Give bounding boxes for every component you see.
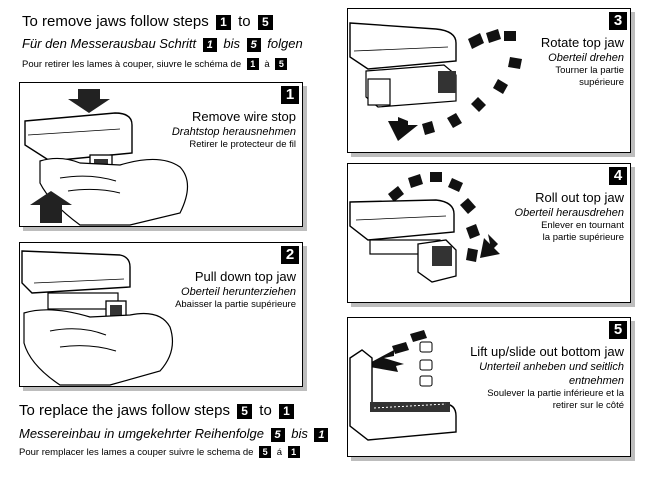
remove-title-de: Für den Messerausbau Schritt 1 bis 5 fol… — [22, 36, 303, 52]
step-5-illustration — [349, 330, 457, 441]
replace-de-text: Messereinbau in umgekehrter Reihenfolge — [19, 426, 264, 441]
step-badge-inline: 5 — [237, 403, 253, 419]
step-4-fr-2: la partie supérieure — [542, 232, 624, 243]
step-badge-inline: 1 — [278, 403, 294, 419]
ghost-jaw-outline — [419, 341, 433, 387]
step-5-de-2: entnehmen — [568, 375, 624, 387]
replace-title-fr: Pour remplacer les lames a couper suivre… — [19, 446, 303, 459]
rotate-arrow-icon — [388, 29, 522, 141]
step-badge-inline: 5 — [246, 37, 261, 52]
arrow-down-icon — [68, 89, 110, 113]
replace-title-de: Messereinbau in umgekehrter Reihenfolge … — [19, 426, 331, 442]
step-1-badge: 1 — [281, 86, 299, 104]
step-1-en: Remove wire stop — [191, 109, 296, 124]
tool-body — [24, 112, 133, 162]
lift-slide-arrow-icon — [364, 330, 427, 372]
step-3-fr-1: Tourner la partie — [555, 65, 624, 76]
step-badge-inline: 1 — [314, 427, 329, 442]
step-2-badge: 2 — [281, 246, 299, 264]
step-3-caption: Rotate top jaw Oberteil drehen Tourner l… — [541, 35, 624, 89]
step-badge-inline: 5 — [257, 14, 273, 30]
arrow-up-icon — [30, 191, 72, 223]
remove-title-text: To remove jaws follow steps — [22, 13, 209, 30]
remove-de-text: Für den Messerausbau Schritt — [22, 36, 197, 51]
remove-de-post: folgen — [267, 36, 303, 51]
remove-de-connector: bis — [223, 36, 241, 51]
tool-body — [349, 349, 457, 441]
replace-title: To replace the jaws follow steps 5 to 1 — [19, 402, 297, 420]
step-1-de: Drahtstop herausnehmen — [171, 126, 296, 138]
step-4-en: Roll out top jaw — [535, 190, 624, 205]
tool-body — [21, 250, 131, 294]
replace-title-text: To replace the jaws follow steps — [19, 402, 230, 419]
step-1-caption: Remove wire stop Drahtstop herausnehmen … — [172, 109, 296, 151]
step-1-panel: 1 Remove wire stop Drahtstop herausnehme… — [19, 82, 303, 227]
step-4-caption: Roll out top jaw Oberteil herausdrehen E… — [515, 190, 624, 244]
step-badge-inline: 5 — [270, 427, 285, 442]
step-1-fr: Retirer le protecteur de fil — [189, 139, 296, 150]
step-1-illustration — [24, 89, 189, 226]
step-badge-inline: 5 — [275, 58, 288, 71]
replace-fr-connector: á — [276, 447, 283, 458]
tool-body — [349, 22, 457, 70]
step-5-fr-2: retirer sur le côté — [552, 400, 624, 411]
step-3-de: Oberteil drehen — [548, 52, 624, 64]
step-2-illustration — [21, 250, 173, 386]
step-4-panel: 4 Roll out top jaw Oberteil herausdrehen… — [347, 163, 631, 303]
step-3-badge: 3 — [609, 12, 627, 30]
step-badge-inline: 1 — [246, 58, 259, 71]
step-5-de-1: Unterteil anheben und seitlich — [479, 361, 624, 373]
step-4-illustration — [349, 172, 500, 283]
remove-fr-connector: à — [264, 59, 270, 70]
remove-fr-text: Pour retirer les lames à couper, siuvre … — [22, 59, 242, 70]
roll-out-arrow-icon — [388, 172, 500, 262]
step-4-badge: 4 — [609, 167, 627, 185]
step-5-badge: 5 — [609, 321, 627, 339]
step-5-fr-1: Soulever la partie inférieure et la — [487, 388, 624, 399]
step-4-fr-1: Enlever en tournant — [541, 220, 624, 231]
step-2-fr: Abaisser la partie supérieure — [175, 299, 296, 310]
tool-body — [349, 199, 455, 241]
step-3-en: Rotate top jaw — [540, 35, 624, 50]
step-5-panel: 5 Lift up/slide out bottom jaw Unterteil… — [347, 317, 631, 457]
replace-de-connector: bis — [291, 426, 308, 441]
remove-title-fr: Pour retirer les lames à couper, siuvre … — [22, 58, 290, 71]
replace-fr-text: Pour remplacer les lames a couper suivre… — [19, 447, 254, 458]
step-badge-inline: 1 — [215, 14, 231, 30]
step-3-panel: 3 Rotate top jaw Oberteil drehen Tourner… — [347, 8, 631, 153]
step-2-caption: Pull down top jaw Oberteil herunterziehe… — [175, 269, 296, 311]
bottom-jaw — [370, 402, 450, 412]
remove-title-connector: to — [238, 13, 251, 30]
step-3-fr-2: supérieure — [579, 77, 624, 88]
step-3-illustration — [349, 22, 522, 141]
step-5-caption: Lift up/slide out bottom jaw Unterteil a… — [470, 344, 624, 412]
step-2-en: Pull down top jaw — [194, 269, 296, 284]
step-badge-inline: 1 — [287, 446, 300, 459]
step-2-de: Oberteil herunterziehen — [181, 286, 296, 298]
step-2-panel: 2 Pull down top jaw Oberteil herunterzie… — [19, 242, 303, 387]
step-badge-inline: 1 — [202, 37, 217, 52]
remove-title: To remove jaws follow steps 1 to 5 — [22, 13, 276, 31]
step-badge-inline: 5 — [259, 446, 272, 459]
step-5-en: Lift up/slide out bottom jaw — [470, 344, 624, 359]
step-4-de: Oberteil herausdrehen — [514, 207, 624, 219]
replace-title-connector: to — [259, 402, 272, 419]
